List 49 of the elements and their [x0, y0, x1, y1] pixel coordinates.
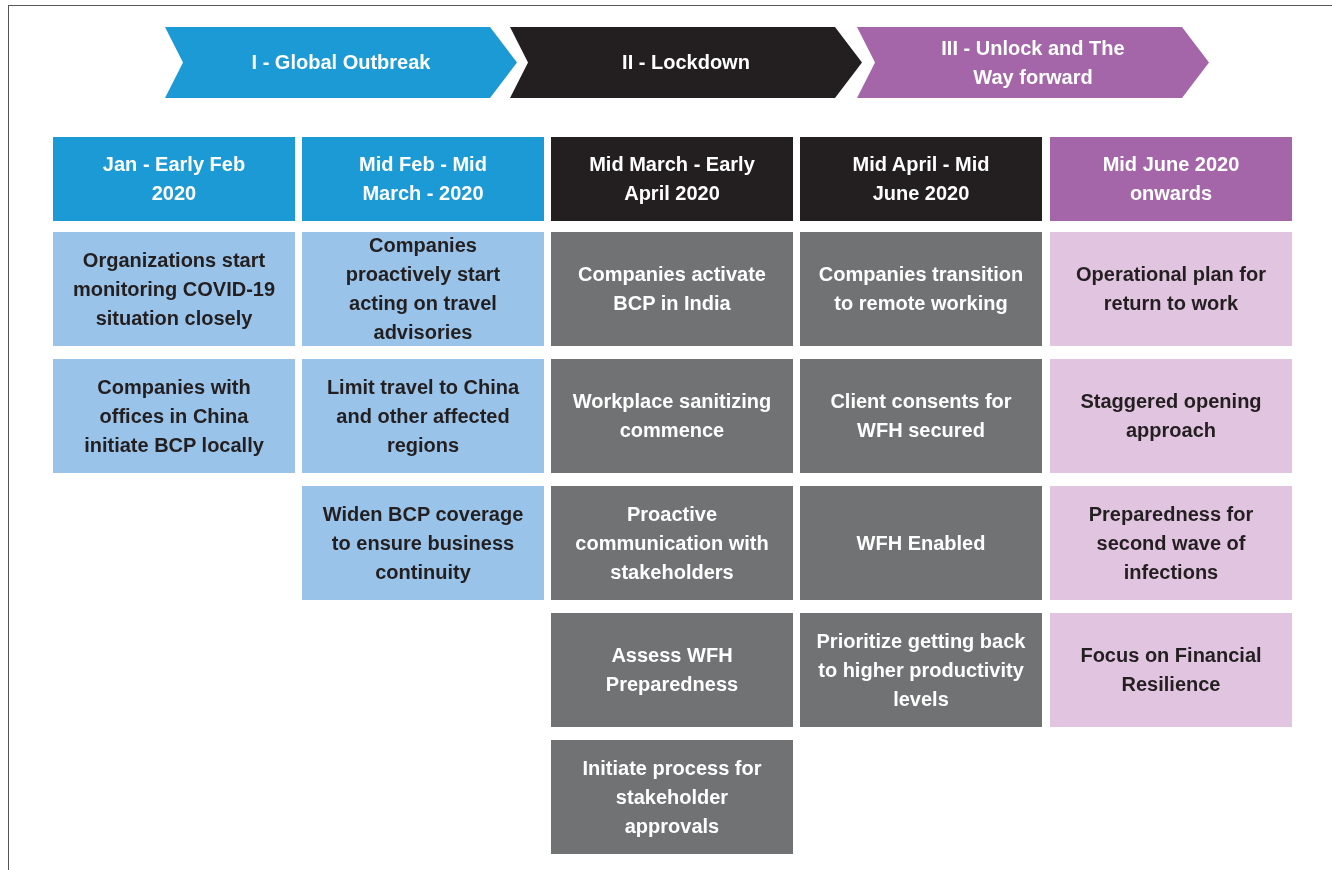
- activity-text: Limit travel to China and other affected regions: [325, 374, 521, 458]
- activity-text: Assess WFH Preparedness: [604, 643, 740, 697]
- activity-text: Focus on Financial Resilience: [1079, 643, 1263, 697]
- activity-box: [800, 486, 1042, 600]
- activity-text: Companies transition to remote working: [817, 262, 1025, 316]
- activity-box: [1050, 486, 1292, 600]
- phase-title: II - Lockdown: [622, 50, 750, 75]
- activity-text: Initiate process for stakeholder approvals: [581, 755, 763, 839]
- activity-box: [551, 613, 793, 727]
- activity-text: Widen BCP coverage to ensure business continuity: [321, 501, 525, 585]
- activity-box: [302, 486, 544, 600]
- period-label: Mid March - Early April 2020: [588, 152, 756, 206]
- period-label: Mid April - Mid June 2020: [851, 152, 991, 206]
- activity-text: Organizations start monitoring COVID-19 situation closely: [71, 247, 277, 331]
- period-header: [302, 137, 544, 221]
- activity-box: [53, 232, 295, 346]
- activity-box: [800, 613, 1042, 727]
- phase-title: III - Unlock and The Way forward: [940, 35, 1126, 90]
- activity-box: [551, 232, 793, 346]
- period-header: [800, 137, 1042, 221]
- activity-text: Workplace sanitizing commence: [571, 389, 773, 443]
- activity-text: Preparedness for second wave of infections: [1087, 501, 1255, 585]
- activity-text: Companies proactively start acting on travel advisories: [344, 233, 502, 345]
- activity-box: [551, 486, 793, 600]
- activity-box: [800, 232, 1042, 346]
- activity-text: Prioritize getting back to higher productivity levels: [816, 628, 1026, 712]
- activity-box: [551, 740, 793, 854]
- period-label: Mid June 2020 onwards: [1101, 152, 1241, 206]
- period-label: Jan - Early Feb 2020: [101, 152, 247, 206]
- period-header: [1050, 137, 1292, 221]
- activity-box: [800, 359, 1042, 473]
- activity-text: Operational plan for return to work: [1075, 262, 1267, 316]
- activity-box: [551, 359, 793, 473]
- activity-box: [1050, 613, 1292, 727]
- activity-text: Companies activate BCP in India: [577, 262, 767, 316]
- activity-box: [302, 232, 544, 346]
- activity-box: [1050, 359, 1292, 473]
- period-label: Mid Feb - Mid March - 2020: [358, 152, 488, 206]
- activity-text: Proactive communication with stakeholders: [574, 501, 770, 585]
- period-header: [551, 137, 793, 221]
- activity-box: [1050, 232, 1292, 346]
- phase-title: I - Global Outbreak: [251, 50, 431, 75]
- period-header: [53, 137, 295, 221]
- activity-box: [53, 359, 295, 473]
- activity-text: Staggered opening approach: [1079, 389, 1263, 443]
- activity-text: Client consents for WFH secured: [829, 389, 1013, 443]
- activity-text: WFH Enabled: [856, 530, 986, 556]
- activity-text: Companies with offices in China initiate BCP locally: [83, 374, 265, 458]
- activity-box: [302, 359, 544, 473]
